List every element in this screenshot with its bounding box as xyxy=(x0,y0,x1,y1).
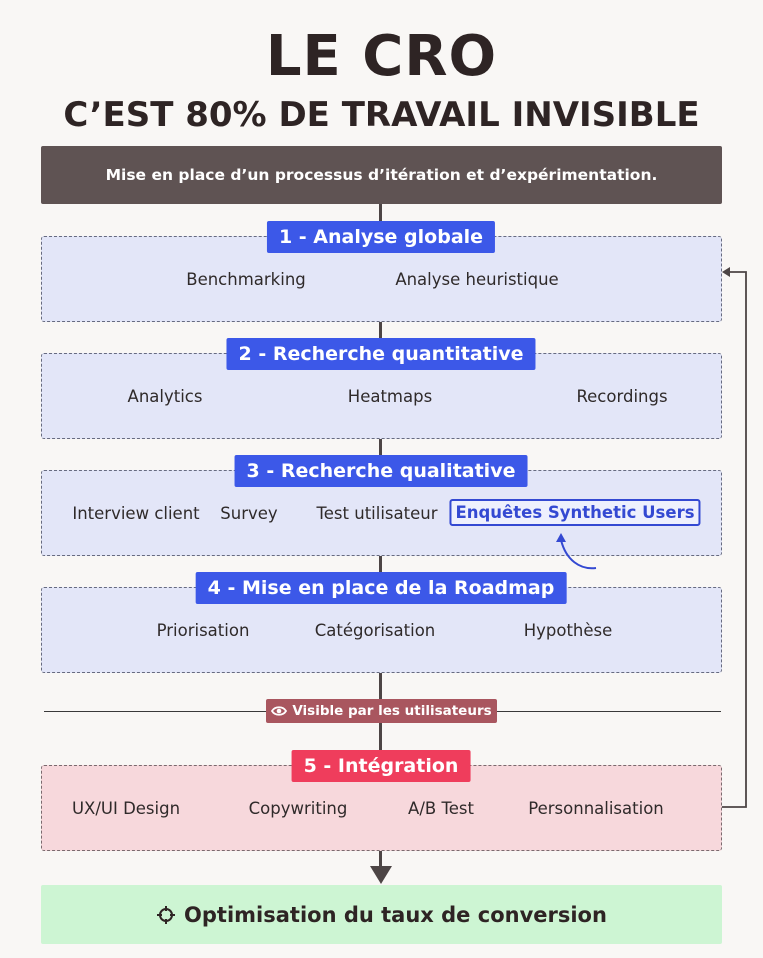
curved-arrow-icon xyxy=(556,533,597,570)
item-copywriting: Copywriting xyxy=(248,799,348,818)
eye-icon xyxy=(271,706,288,716)
feedback-loop-arrow xyxy=(722,267,747,808)
item-analytics: Analytics xyxy=(127,387,203,406)
connector-line xyxy=(379,204,382,236)
item-survey: Survey xyxy=(220,504,278,523)
section-title: 3 - Recherche qualitative xyxy=(234,455,528,487)
item-interview-client: Interview client xyxy=(72,504,200,523)
item-recordings: Recordings xyxy=(576,387,668,406)
result-bar: Optimisation du taux de conversion xyxy=(41,885,722,944)
visible-badge: Visible par les utilisateurs xyxy=(266,699,497,723)
item-personnalisation: Personnalisation xyxy=(528,799,664,818)
section-title: 5 - Intégration xyxy=(291,750,471,782)
page-subtitle: C’EST 80% DE TRAVAIL INVISIBLE xyxy=(63,95,700,135)
result-label: Optimisation du taux de conversion xyxy=(184,902,607,927)
item-enquetes-synthetic-users: Enquêtes Synthetic Users xyxy=(449,499,701,526)
section-title: 4 - Mise en place de la Roadmap xyxy=(195,572,567,604)
section-title: 1 - Analyse globale xyxy=(266,221,496,253)
connector-line xyxy=(379,673,382,699)
section-recherche-quantitative xyxy=(41,353,722,439)
down-arrow-icon xyxy=(370,866,392,884)
section-title: 2 - Recherche quantitative xyxy=(226,338,536,370)
item-categorisation: Catégorisation xyxy=(314,621,436,640)
target-icon xyxy=(157,905,176,924)
item-heatmaps: Heatmaps xyxy=(347,387,433,406)
item-ux-ui-design: UX/UI Design xyxy=(71,799,181,818)
item-benchmarking: Benchmarking xyxy=(186,270,306,289)
item-hypothese: Hypothèse xyxy=(523,621,613,640)
process-header: Mise en place d’un processus d’itération… xyxy=(41,146,722,204)
page-title: LE CRO xyxy=(265,24,498,89)
item-test-utilisateur: Test utilisateur xyxy=(316,504,438,523)
visible-label: Visible par les utilisateurs xyxy=(292,703,492,719)
connector-line xyxy=(379,723,382,766)
connector-line xyxy=(379,851,382,869)
item-ab-test: A/B Test xyxy=(408,799,474,818)
item-analyse-heuristique: Analyse heuristique xyxy=(395,270,559,289)
item-priorisation: Priorisation xyxy=(156,621,250,640)
